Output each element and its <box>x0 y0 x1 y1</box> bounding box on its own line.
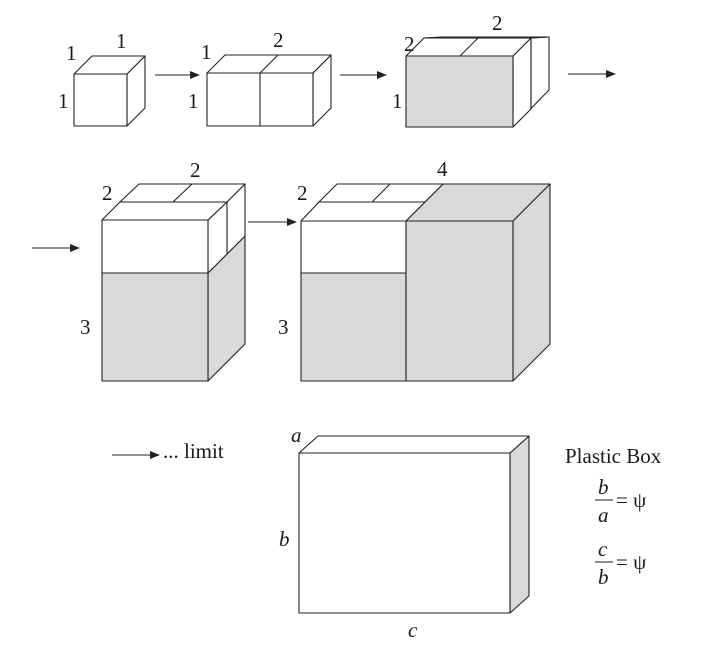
s5-front-white <box>300 220 407 274</box>
eq1-numerator: b <box>598 475 609 499</box>
stage-2-box <box>206 54 332 127</box>
s3-label-w: 2 <box>492 11 503 35</box>
s2-label-d: 1 <box>201 40 212 64</box>
stage-4-box <box>101 183 246 382</box>
s2-label-h: 1 <box>188 89 199 113</box>
equation-2: c b = ψ <box>595 537 646 589</box>
eq1-denominator: a <box>598 503 609 527</box>
final-front <box>298 452 511 614</box>
s4-label-h: 3 <box>80 315 91 339</box>
eq2-rhs: = ψ <box>616 550 646 574</box>
s5-top-white-front <box>300 201 426 222</box>
limit-text: ... limit <box>163 439 224 463</box>
s4-front-shaded <box>101 272 209 382</box>
s3-label-d: 2 <box>404 32 415 56</box>
final-box <box>298 435 530 614</box>
eq2-denominator: b <box>598 565 609 589</box>
final-label-c: c <box>408 618 418 642</box>
s4-front-white <box>101 219 209 274</box>
stage-1-cube <box>73 55 146 127</box>
final-top <box>298 435 530 454</box>
final-label-a: a <box>291 423 302 447</box>
s3-front-shaded <box>405 55 514 128</box>
eq2-numerator: c <box>598 537 608 561</box>
s3-top-upper <box>423 36 550 39</box>
s1-label-d: 1 <box>66 41 77 65</box>
arrow-3 <box>568 70 616 78</box>
stage-3-box <box>405 36 550 128</box>
s1-label-w: 1 <box>116 29 127 53</box>
arrow-4 <box>32 244 80 252</box>
s2-label-w: 2 <box>273 28 284 52</box>
arrow-5 <box>248 218 297 226</box>
s4-label-d: 2 <box>102 181 113 205</box>
s4-top-front <box>101 201 228 221</box>
eq1-rhs: = ψ <box>616 488 646 512</box>
stage-5-box <box>300 183 551 382</box>
plastic-title: Plastic Box <box>565 444 662 468</box>
arrow-2 <box>340 71 387 79</box>
s5-front-shaded-left <box>300 272 407 382</box>
s1-front <box>73 73 128 127</box>
s3-label-h: 1 <box>392 89 403 113</box>
s5-front-shaded-right <box>405 220 514 382</box>
s5-label-h: 3 <box>278 315 289 339</box>
final-side <box>509 435 530 614</box>
arrow-6 <box>112 451 160 459</box>
equation-1: b a = ψ <box>595 475 646 527</box>
s5-label-w: 4 <box>437 157 448 181</box>
arrow-1 <box>155 71 200 79</box>
s1-label-h: 1 <box>58 89 69 113</box>
s5-label-d: 2 <box>297 181 308 205</box>
s4-label-w: 2 <box>190 158 201 182</box>
final-label-b: b <box>279 527 290 551</box>
